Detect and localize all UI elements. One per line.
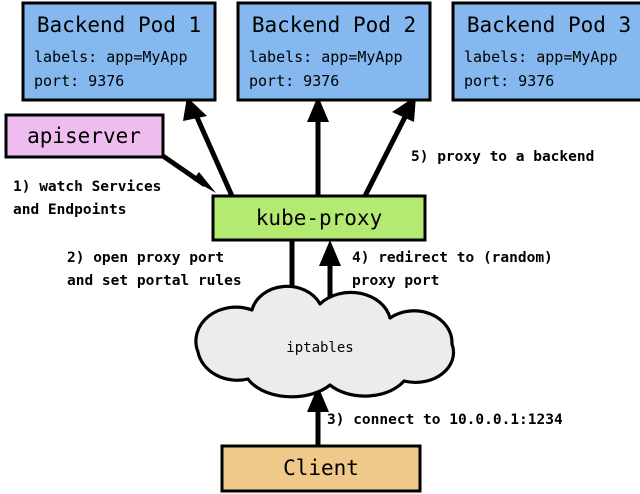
client-node[interactable]: Client [220, 444, 422, 493]
backend-pod-1-labels: labels: app=MyApp [34, 48, 188, 66]
step-1-line-1: 1) watch Services [13, 179, 161, 195]
arrow-kubeproxy-to-pod3 [362, 96, 416, 198]
backend-pod-1-node[interactable]: Backend Pod 1 labels: app=MyApp port: 93… [21, 1, 217, 102]
backend-pod-2-port: port: 9376 [249, 72, 339, 90]
client-box[interactable] [220, 444, 422, 493]
step-3-label: 3) connect to 10.0.0.1:1234 [327, 412, 563, 428]
step-4-label: 4) redirect to (random) proxy port [352, 250, 553, 289]
step-1-label: 1) watch Services and Endpoints [13, 179, 161, 218]
arrow-kubeproxy-to-pod2 [307, 96, 329, 196]
kube-proxy-box[interactable] [211, 194, 427, 242]
backend-pod-3-port: port: 9376 [464, 72, 554, 90]
step-2-label: 2) open proxy port and set portal rules [67, 250, 242, 289]
step-4-line-1: 4) redirect to (random) [352, 250, 553, 266]
backend-pod-1-port: port: 9376 [34, 72, 124, 90]
backend-pod-2-node[interactable]: Backend Pod 2 labels: app=MyApp port: 93… [236, 1, 432, 102]
apiserver-node[interactable]: apiserver [4, 113, 165, 159]
backend-pod-3-node[interactable]: Backend Pod 3 labels: app=MyApp port: 93… [451, 1, 640, 102]
step-3-line-1: 3) connect to 10.0.0.1:1234 [327, 412, 563, 428]
step-1-line-2: and Endpoints [13, 202, 127, 218]
step-5-line-1: 5) proxy to a backend [411, 149, 594, 165]
arrow-apiserver-to-kubeproxy [161, 153, 216, 193]
iptables-label: iptables [286, 340, 353, 356]
backend-pod-1-box[interactable] [21, 1, 217, 102]
iptables-cloud-node: iptables [194, 284, 456, 399]
kube-proxy-title: kube-proxy [256, 206, 382, 230]
kube-proxy-node[interactable]: kube-proxy [211, 194, 427, 242]
apiserver-box[interactable] [4, 113, 165, 159]
arrow-client-to-iptables [307, 386, 329, 446]
backend-pod-1-title: Backend Pod 1 [37, 13, 201, 37]
client-title: Client [283, 456, 359, 480]
backend-pod-2-labels: labels: app=MyApp [249, 48, 403, 66]
backend-pod-3-title: Backend Pod 3 [467, 13, 631, 37]
backend-pod-3-labels: labels: app=MyApp [464, 48, 618, 66]
arrow-kubeproxy-to-pod1 [183, 97, 235, 198]
backend-pod-2-title: Backend Pod 2 [252, 13, 416, 37]
step-4-line-2: proxy port [352, 273, 439, 289]
apiserver-title: apiserver [27, 124, 141, 148]
step-5-label: 5) proxy to a backend [411, 149, 594, 165]
step-2-line-2: and set portal rules [67, 273, 242, 289]
backend-pod-3-box[interactable] [451, 1, 640, 102]
step-2-line-1: 2) open proxy port [67, 250, 224, 266]
backend-pod-2-box[interactable] [236, 1, 432, 102]
